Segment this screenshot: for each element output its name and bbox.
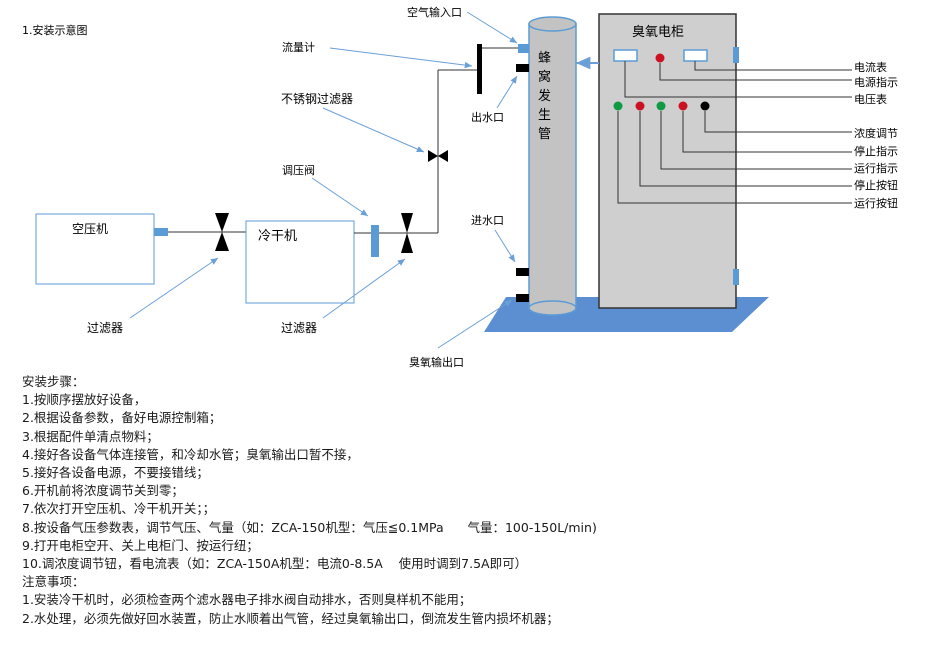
stainless-steel-filter-valve — [428, 150, 448, 162]
air-compressor-label: 空压机 — [72, 222, 108, 236]
stop-button-label: 停止按钮 — [854, 178, 898, 192]
steps-heading: 安装步骤： — [22, 374, 85, 389]
filter-right-label: 过滤器 — [281, 321, 317, 335]
run-indicator-label: 运行指示 — [854, 161, 898, 175]
run-indicator-light — [656, 101, 666, 111]
filter-left-label: 过滤器 — [87, 321, 123, 335]
step-2: 2.根据设备参数，备好电源控制箱； — [22, 410, 222, 426]
notes-heading: 注意事项： — [22, 574, 85, 590]
stop-button-light — [635, 101, 645, 111]
tube-label-4: 生 — [538, 108, 551, 123]
ozone-outlet-label: 臭氧输出口 — [409, 355, 464, 369]
power-indicator-light — [655, 53, 665, 63]
ss-filter-label: 不锈钢过滤器 — [281, 92, 353, 106]
cabinet-title: 臭氧电柜 — [632, 25, 684, 40]
stop-indicator-light — [678, 101, 688, 111]
regulator-label: 调压阀 — [282, 163, 315, 177]
flowmeter-bar — [477, 44, 482, 94]
water-inlet-label: 进水口 — [471, 214, 504, 227]
step-10: 10.调浓度调节钮，看电流表（如：ZCA-150A机型：电流0-8.5A 使用时… — [22, 556, 528, 572]
flowmeter-label: 流量计 — [282, 40, 315, 54]
concentration-knob — [700, 101, 710, 111]
power-indicator-label: 电源指示 — [854, 75, 898, 89]
step-9: 9.打开电柜空开、关上电柜门、按运行纽； — [22, 537, 259, 553]
air-inlet-fitting — [518, 44, 530, 53]
concentration-adjust-label: 浓度调节 — [854, 126, 898, 140]
voltmeter-display — [683, 49, 708, 62]
cabinet-leader-lines — [617, 61, 852, 204]
compressor-outlet-fitting — [154, 228, 168, 236]
tube-label-1: 蜂 — [538, 51, 551, 66]
filter-valve-right — [401, 213, 413, 253]
step-8: 8.按设备气压参数表，调节气压、气量（如：ZCA-150机型：气压≦0.1MPa… — [22, 519, 597, 535]
honeycomb-generator-tube — [528, 16, 577, 316]
air-compressor-box — [35, 213, 155, 285]
dryer-box — [245, 220, 355, 304]
installation-steps: 安装步骤： 1.按顺序摆放好设备， 2.根据设备参数，备好电源控制箱； 3.根据… — [22, 373, 922, 628]
cabinet-side-fitting-top — [733, 47, 739, 63]
filter-valve-left — [215, 213, 229, 251]
step-1: 1.按顺序摆放好设备， — [22, 392, 147, 408]
water-inlet-port — [516, 268, 529, 276]
run-button-light — [613, 101, 623, 111]
ammeter-label: 电流表 — [854, 60, 887, 74]
ozone-outlet-port — [516, 294, 529, 302]
step-3: 3.根据配件单清点物料； — [22, 428, 159, 444]
air-inlet-label: 空气输入口 — [407, 5, 462, 19]
step-7: 7.依次打开空压机、冷干机开关；； — [22, 501, 216, 517]
diagram-title: 1.安装示意图 — [22, 23, 88, 37]
ammeter-display — [613, 49, 638, 62]
voltmeter-label: 电压表 — [854, 92, 887, 106]
ozone-cabinet — [598, 13, 737, 309]
installation-diagram: 1.安装示意图 空压机 冷干机 蜂 窝 发 生 管 臭氧电柜 — [22, 5, 898, 369]
tube-label-2: 窝 — [538, 69, 551, 85]
run-button-label: 运行按钮 — [854, 196, 898, 210]
water-outlet-label: 出水口 — [471, 110, 504, 124]
step-6: 6.开机前将浓度调节关到零； — [22, 483, 184, 499]
pressure-regulator — [371, 225, 379, 257]
dryer-label: 冷干机 — [258, 229, 297, 244]
step-4: 4.接好各设备气体连接管，和冷却水管；臭氧输出口暂不接， — [22, 446, 359, 462]
step-5: 5.接好各设备电源，不要接错线； — [22, 465, 209, 481]
water-outlet-port — [516, 64, 529, 72]
stop-indicator-label: 停止指示 — [854, 144, 898, 158]
note-2: 2.水处理，必须先做好回水装置，防止水顺着出气管，经过臭氧输出口，倒流发生管内损… — [22, 610, 559, 626]
cabinet-side-fitting-bottom — [733, 269, 739, 285]
tube-label-3: 发 — [538, 88, 551, 104]
tube-label-5: 管 — [538, 127, 551, 142]
note-1: 1.安装冷干机时，必须检查两个滤水器电子排水阀自动排水，否则臭样机不能用； — [22, 592, 472, 608]
